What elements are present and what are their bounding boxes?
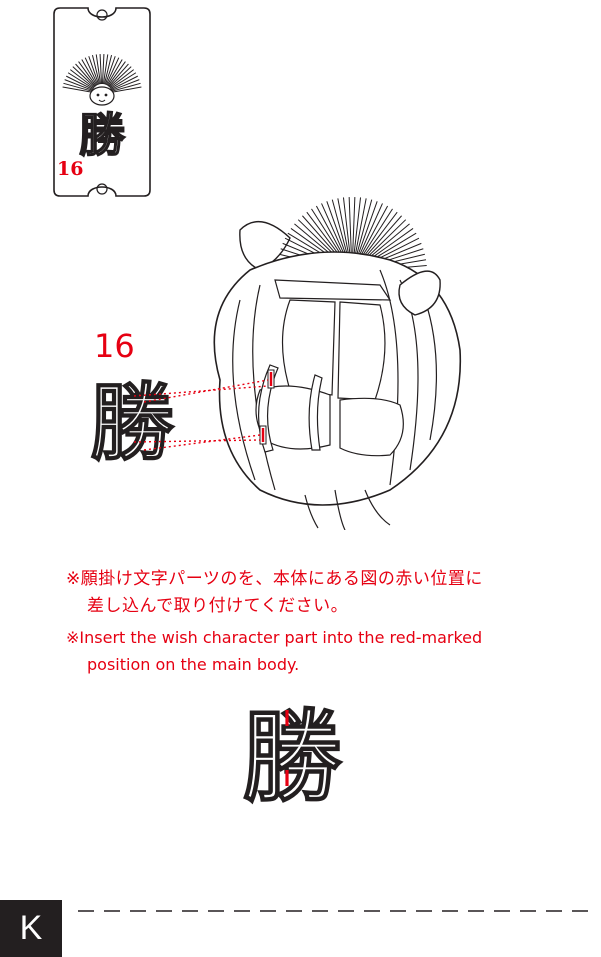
instruction-en-line1: ※Insert the wish character part into the… bbox=[66, 628, 483, 647]
instruction-jp-line2: 差し込んで取り付けてください。 bbox=[87, 596, 349, 616]
part-card-illustration: 勝 bbox=[53, 7, 151, 197]
cut-line bbox=[78, 910, 598, 912]
step-number: 16 bbox=[94, 327, 135, 365]
instruction-en-line2: position on the main body. bbox=[87, 655, 300, 674]
instruction-jp: ※願掛け文字パーツのを、本体にある図の赤い位置に 差し込んで取り付けてください。 bbox=[66, 566, 483, 620]
card-kanji: 勝 bbox=[79, 108, 126, 162]
quills-drawing bbox=[62, 54, 142, 93]
instruction-en: ※Insert the wish character part into the… bbox=[66, 624, 482, 678]
part-number: 16 bbox=[57, 158, 84, 180]
page-label: K bbox=[0, 900, 62, 957]
loose-kanji-part: 勝 bbox=[90, 374, 175, 472]
kanji-detail-illustration: 勝 bbox=[241, 698, 343, 806]
detail-kanji: 勝 bbox=[242, 699, 343, 806]
instruction-jp-line1: ※願掛け文字パーツのを、本体にある図の赤い位置に bbox=[66, 569, 483, 589]
assembly-illustration: 勝 bbox=[90, 197, 462, 530]
